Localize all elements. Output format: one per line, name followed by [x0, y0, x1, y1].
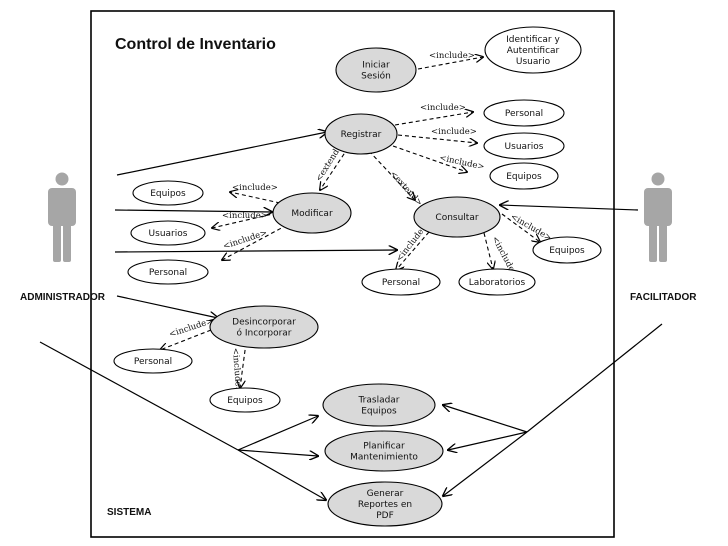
actor-facilitador-icon: [644, 172, 672, 262]
use-case-label: Equipos: [227, 396, 263, 406]
use-case-des-personal: Personal: [113, 348, 193, 374]
use-case-label: Equipos: [506, 172, 542, 182]
use-case-reg-equipos: Equipos: [489, 162, 559, 190]
use-case-label: Consultar: [435, 213, 478, 223]
extend-label: <extend>: [388, 169, 424, 208]
use-case-ellipse: [483, 99, 565, 127]
dependency-lines: [160, 57, 540, 388]
use-case-label: Generar: [367, 489, 404, 499]
use-case-consultar: Consultar: [413, 196, 501, 238]
include-label: <include>: [438, 153, 485, 172]
facilitador-associations: [443, 205, 663, 496]
use-case-ellipse: [532, 236, 602, 264]
include-label: <include>: [431, 127, 477, 137]
use-case-ellipse: [113, 348, 193, 374]
use-case-ellipse: [324, 113, 398, 155]
use-case-label: Usuarios: [149, 229, 188, 239]
use-case-registrar: Registrar: [324, 113, 398, 155]
use-case-label: Usuarios: [505, 142, 544, 152]
use-case-label: Registrar: [341, 130, 382, 140]
actor-facilitador-label: FACILITADOR: [630, 292, 697, 303]
use-case-modificar: Modificar: [272, 192, 352, 234]
system-boundary: [90, 10, 615, 538]
use-case-label: Trasladar: [357, 396, 399, 406]
use-case-ellipse: [335, 47, 417, 93]
use-case-des-equipos: Equipos: [209, 387, 281, 413]
use-case-label: Iniciar: [362, 61, 390, 71]
use-case-ellipse: [327, 481, 443, 527]
use-case-con-laboratorios: Laboratorios: [458, 268, 536, 296]
use-case-mod-equipos: Equipos: [132, 180, 204, 206]
include-label: <include>: [429, 51, 475, 61]
use-case-ellipse: [483, 132, 565, 160]
include-label: <include>: [230, 348, 243, 394]
use-case-label: Personal: [149, 268, 187, 278]
actor-administrador-icon: [48, 172, 76, 262]
use-case-label: Laboratorios: [469, 278, 526, 288]
use-case-con-personal: Personal: [361, 268, 441, 296]
use-case-label: Equipos: [150, 189, 186, 199]
use-case-ellipse: [322, 383, 436, 427]
use-case-ellipse: [272, 192, 352, 234]
use-case-label: Identificar y: [506, 35, 560, 45]
use-case-label: Usuario: [516, 57, 551, 67]
use-case-label: Modificar: [291, 209, 333, 219]
include-label: <include>: [420, 103, 466, 113]
use-case-label: Planificar: [363, 442, 405, 452]
include-label: <include>: [168, 316, 215, 340]
use-case-label: Autentificar: [507, 46, 560, 56]
use-case-con-equipos: Equipos: [532, 236, 602, 264]
use-case-label: Equipos: [549, 246, 585, 256]
include-label: <include>: [232, 183, 278, 193]
use-case-ellipse: [484, 26, 582, 74]
use-case-label: Mantenimiento: [350, 453, 418, 463]
use-case-mod-usuarios: Usuarios: [130, 220, 206, 246]
use-case-ellipse: [324, 430, 444, 472]
system-label: SISTEMA: [107, 507, 151, 518]
actor-administrador-label: ADMINISTRADOR: [20, 292, 106, 303]
use-case-label: Personal: [505, 109, 543, 119]
use-case-label: Personal: [134, 357, 172, 367]
use-case-ellipse: [130, 220, 206, 246]
use-case-ellipse: [413, 196, 501, 238]
include-label: <include>: [222, 228, 269, 252]
use-case-ellipse: [132, 180, 204, 206]
diagram-title: Control de Inventario: [115, 36, 276, 53]
use-case-label: ó Incorporar: [236, 328, 291, 339]
use-case-label: Sesión: [361, 71, 391, 82]
use-case-ellipse: [458, 268, 536, 296]
include-label: <include>: [509, 212, 554, 244]
use-case-label: PDF: [376, 511, 394, 521]
use-case-reg-usuarios: Usuarios: [483, 132, 565, 160]
use-case-ellipse: [209, 387, 281, 413]
use-case-label: Reportes en: [358, 500, 412, 510]
include-label: <include>: [222, 211, 268, 221]
use-case-ellipse: [361, 268, 441, 296]
use-case-reg-personal: Personal: [483, 99, 565, 127]
use-case-ellipse: [127, 259, 209, 285]
use-case-label: Personal: [382, 278, 420, 288]
use-case-label: Desincorporar: [232, 318, 296, 328]
use-case-ellipse: [209, 305, 319, 349]
use-case-mod-personal: Personal: [127, 259, 209, 285]
admin-associations: [39, 132, 397, 500]
use-case-ellipse: [489, 162, 559, 190]
use-case-label: Equipos: [361, 407, 397, 417]
